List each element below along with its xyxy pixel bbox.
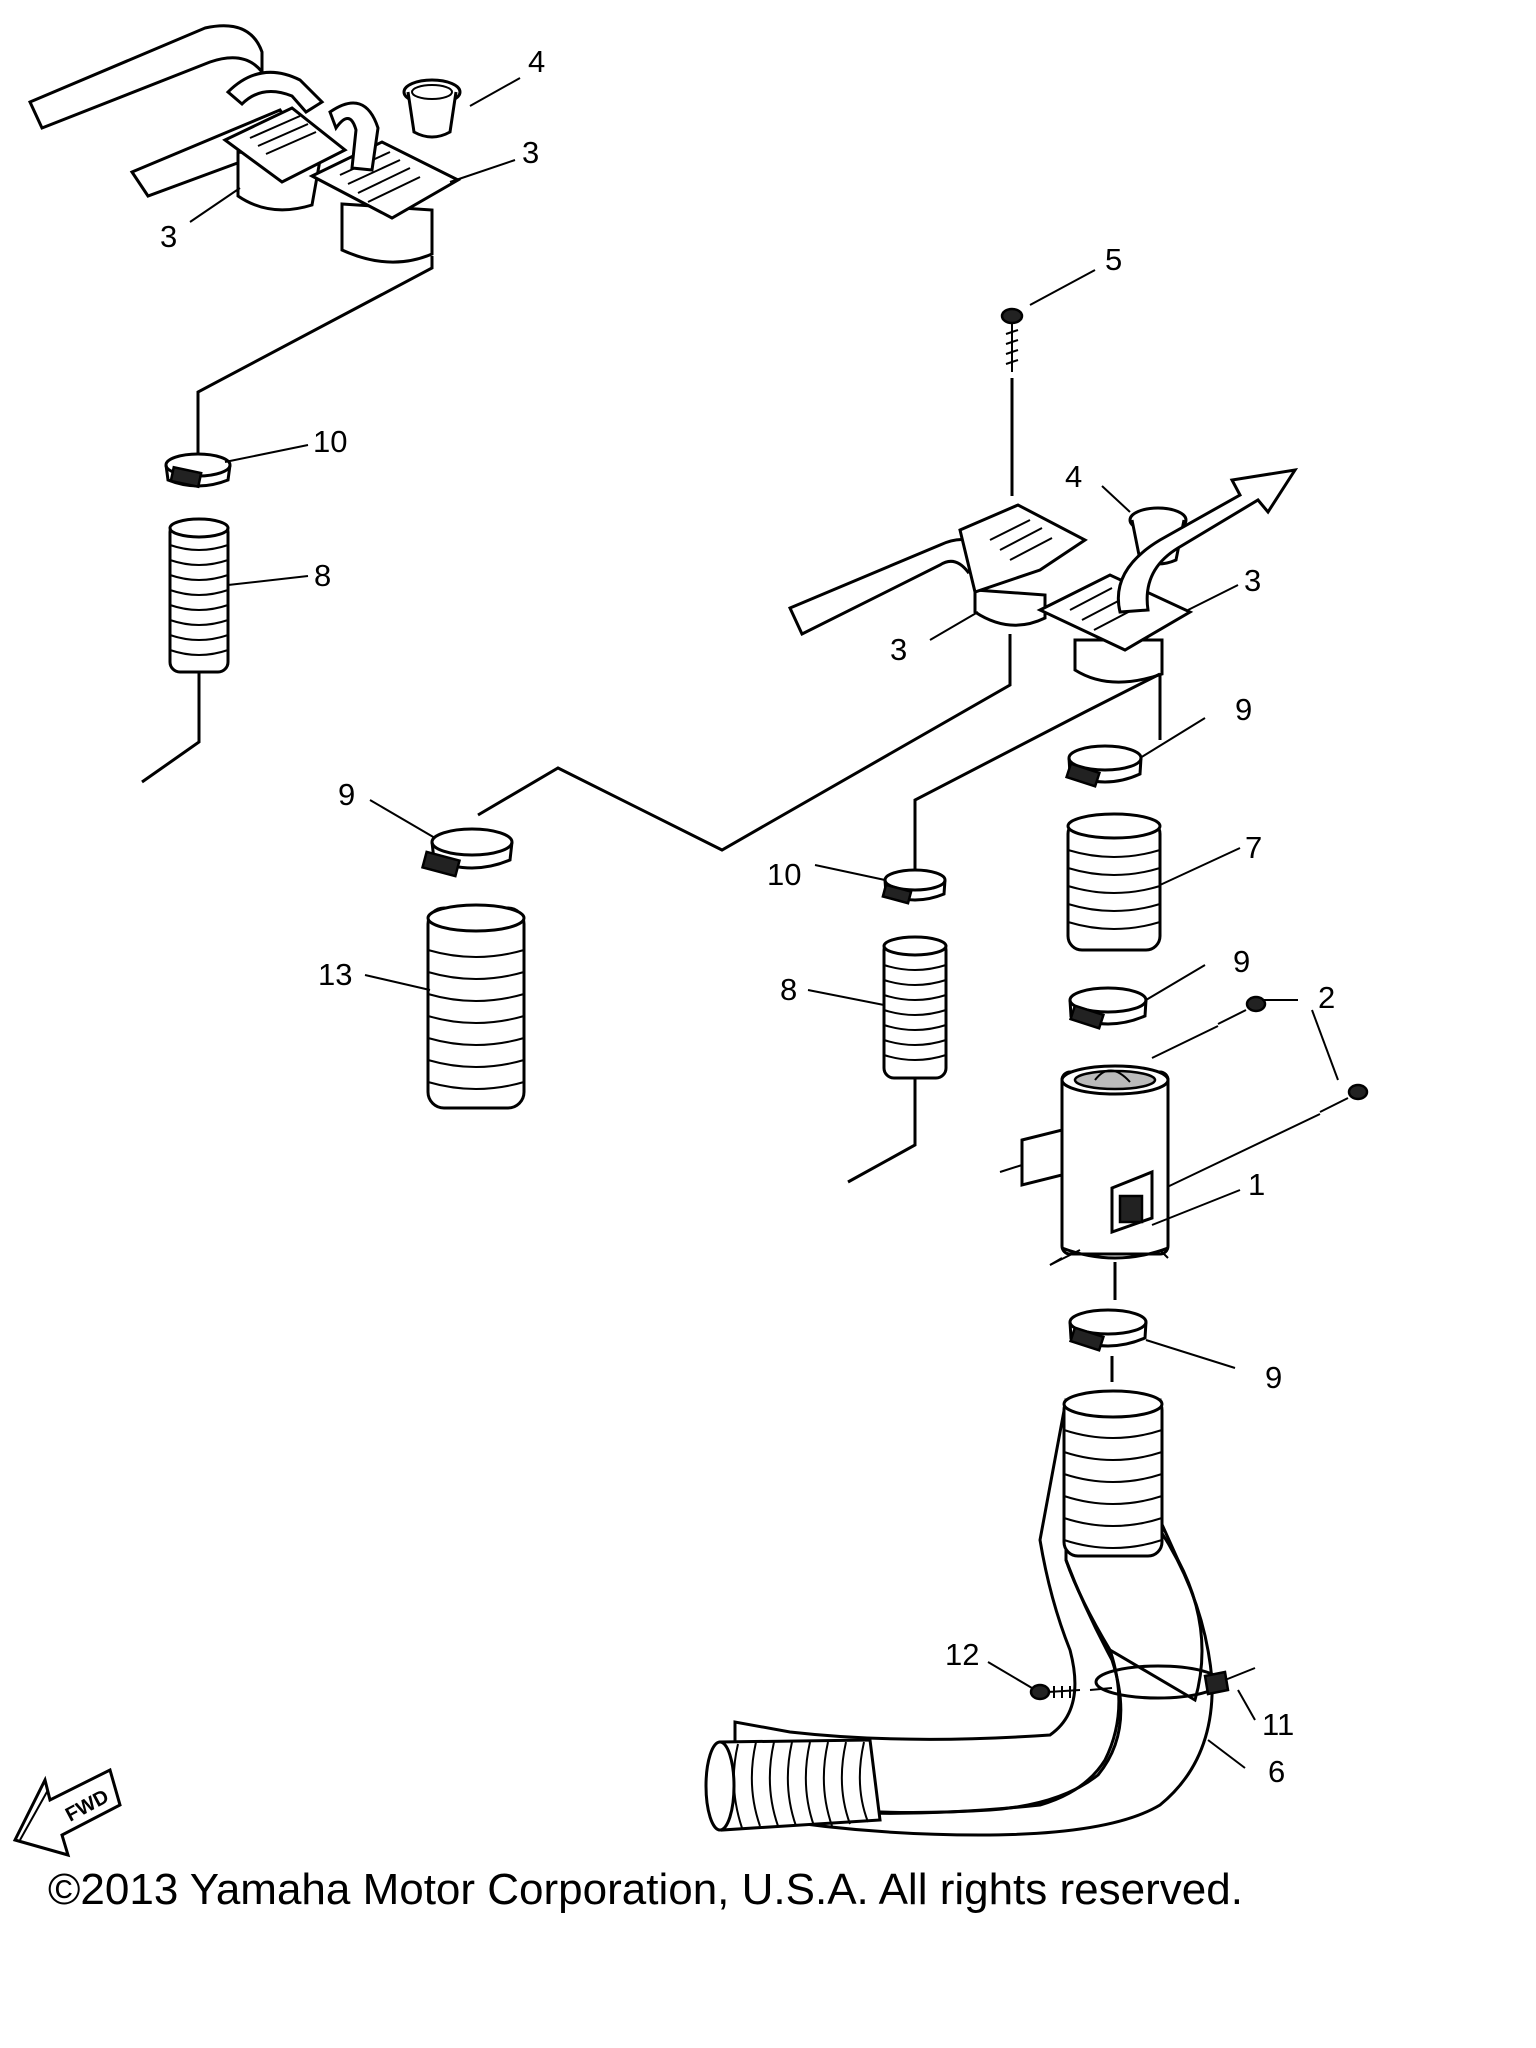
callout-8: 8 bbox=[780, 972, 797, 1007]
top-left-duct-assembly bbox=[27, 24, 462, 455]
exhaust-hose-6 bbox=[704, 1389, 1256, 1837]
callout-7: 7 bbox=[1245, 830, 1262, 865]
hose-clamp-10-a bbox=[164, 452, 232, 489]
callout-3: 3 bbox=[1244, 563, 1261, 598]
callout-10: 10 bbox=[313, 424, 347, 459]
callout-6: 6 bbox=[1268, 1754, 1285, 1789]
fwd-arrow-icon: FWD bbox=[12, 1767, 122, 1858]
middle-duct-assembly bbox=[477, 467, 1299, 870]
hose-clamp-9-b bbox=[1068, 986, 1148, 1030]
corrugated-hose-8-a bbox=[141, 517, 230, 784]
screw-12 bbox=[1029, 1683, 1113, 1701]
screw-5 bbox=[1000, 307, 1024, 496]
callout-3: 3 bbox=[890, 632, 907, 667]
hose-clamp-9-d bbox=[1068, 1308, 1148, 1382]
water-box-1 bbox=[999, 1064, 1170, 1300]
screws-2 bbox=[1139, 995, 1369, 1201]
callout-4: 4 bbox=[1065, 459, 1082, 494]
callout-12: 12 bbox=[945, 1637, 979, 1672]
corrugated-hose-8-b bbox=[847, 935, 948, 1184]
corrugated-hose-7 bbox=[1066, 812, 1162, 952]
hose-clamp-9-a bbox=[1064, 744, 1143, 788]
callout-8: 8 bbox=[314, 558, 331, 593]
hose-clamp-10-b bbox=[881, 868, 947, 905]
callout-13: 13 bbox=[318, 957, 352, 992]
callout-labels: 4 3 3 5 10 8 4 3 3 9 9 7 10 13 8 9 2 1 9… bbox=[160, 44, 1335, 1789]
callout-9: 9 bbox=[1265, 1360, 1282, 1395]
callout-9: 9 bbox=[1235, 692, 1252, 727]
copyright-notice: ©2013 Yamaha Motor Corporation, U.S.A. A… bbox=[48, 1865, 1243, 1914]
callout-3: 3 bbox=[160, 219, 177, 254]
callout-10: 10 bbox=[767, 857, 801, 892]
callout-leaders bbox=[189, 77, 1339, 1769]
corrugated-hose-13 bbox=[426, 903, 526, 1110]
callout-4: 4 bbox=[528, 44, 545, 79]
hose-clamp-9-c bbox=[420, 827, 514, 878]
callout-1: 1 bbox=[1248, 1167, 1265, 1202]
callout-5: 5 bbox=[1105, 242, 1122, 277]
callout-9: 9 bbox=[1233, 944, 1250, 979]
callout-11: 11 bbox=[1262, 1707, 1294, 1742]
callout-2: 2 bbox=[1318, 980, 1335, 1015]
callout-3: 3 bbox=[522, 135, 539, 170]
callout-9: 9 bbox=[338, 777, 355, 812]
